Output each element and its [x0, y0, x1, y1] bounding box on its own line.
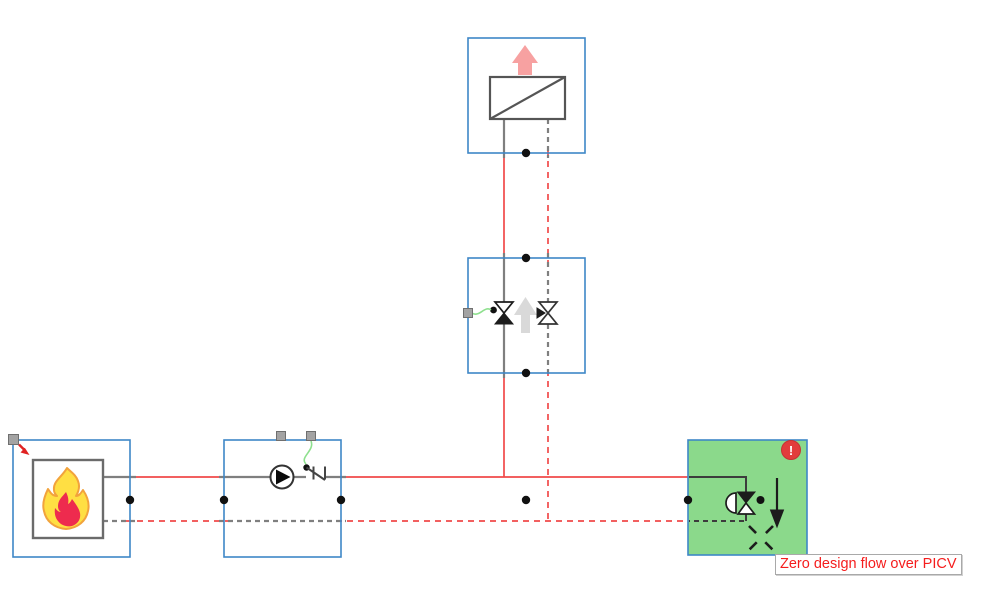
piping-network — [103, 119, 688, 523]
picv-component[interactable]: ! — [687, 439, 808, 556]
radiator-icon — [488, 75, 567, 121]
error-badge-glyph: ! — [789, 443, 793, 458]
valve-set-port-handle[interactable] — [463, 308, 473, 318]
control-wire — [471, 308, 492, 315]
connection-node[interactable] — [219, 495, 229, 505]
boiler-drag-handle[interactable] — [8, 434, 19, 445]
heat-emitter-component[interactable] — [467, 37, 586, 154]
return-pipe-in-component[interactable] — [103, 119, 550, 523]
flame-icon — [42, 467, 90, 530]
pump-port-handle-right[interactable] — [306, 431, 316, 441]
connection-node[interactable] — [521, 495, 531, 505]
connection-node[interactable] — [521, 253, 531, 263]
heat-output-arrow-icon — [512, 45, 538, 75]
picv-valve-icon — [725, 491, 765, 515]
error-badge[interactable]: ! — [781, 440, 801, 460]
error-tooltip: Zero design flow over PICV — [775, 554, 962, 575]
connection-node[interactable] — [521, 148, 531, 158]
pump-icon — [269, 464, 295, 490]
boiler-component[interactable] — [8, 434, 131, 558]
error-tooltip-text: Zero design flow over PICV — [780, 556, 957, 572]
switch-icon — [303, 464, 326, 481]
pump-frame[interactable] — [223, 439, 342, 558]
valve-set-component[interactable] — [463, 257, 586, 374]
flow-direction-arrow-icon — [514, 297, 537, 333]
connection-node[interactable] — [336, 495, 346, 505]
connection-node[interactable] — [521, 368, 531, 378]
pump-control-wire — [303, 440, 313, 465]
return-pipe[interactable] — [126, 150, 688, 522]
flow-pipe-in-component[interactable] — [103, 119, 506, 479]
picv-connection-node — [756, 496, 765, 504]
no-flow-icon — [748, 525, 774, 551]
connection-node[interactable] — [125, 495, 135, 505]
resize-arrow-icon[interactable] — [18, 443, 30, 456]
pump-component[interactable] — [223, 431, 342, 558]
pump-port-handle-left[interactable] — [276, 431, 286, 441]
control-valve-icon — [490, 301, 515, 325]
connection-node[interactable] — [683, 495, 693, 505]
flow-arrow-icon — [769, 478, 785, 529]
connection-nodes — [125, 148, 693, 505]
balancing-valve-icon — [536, 301, 559, 325]
flow-pipe[interactable] — [126, 150, 688, 478]
valve-actuator-node — [490, 306, 497, 314]
